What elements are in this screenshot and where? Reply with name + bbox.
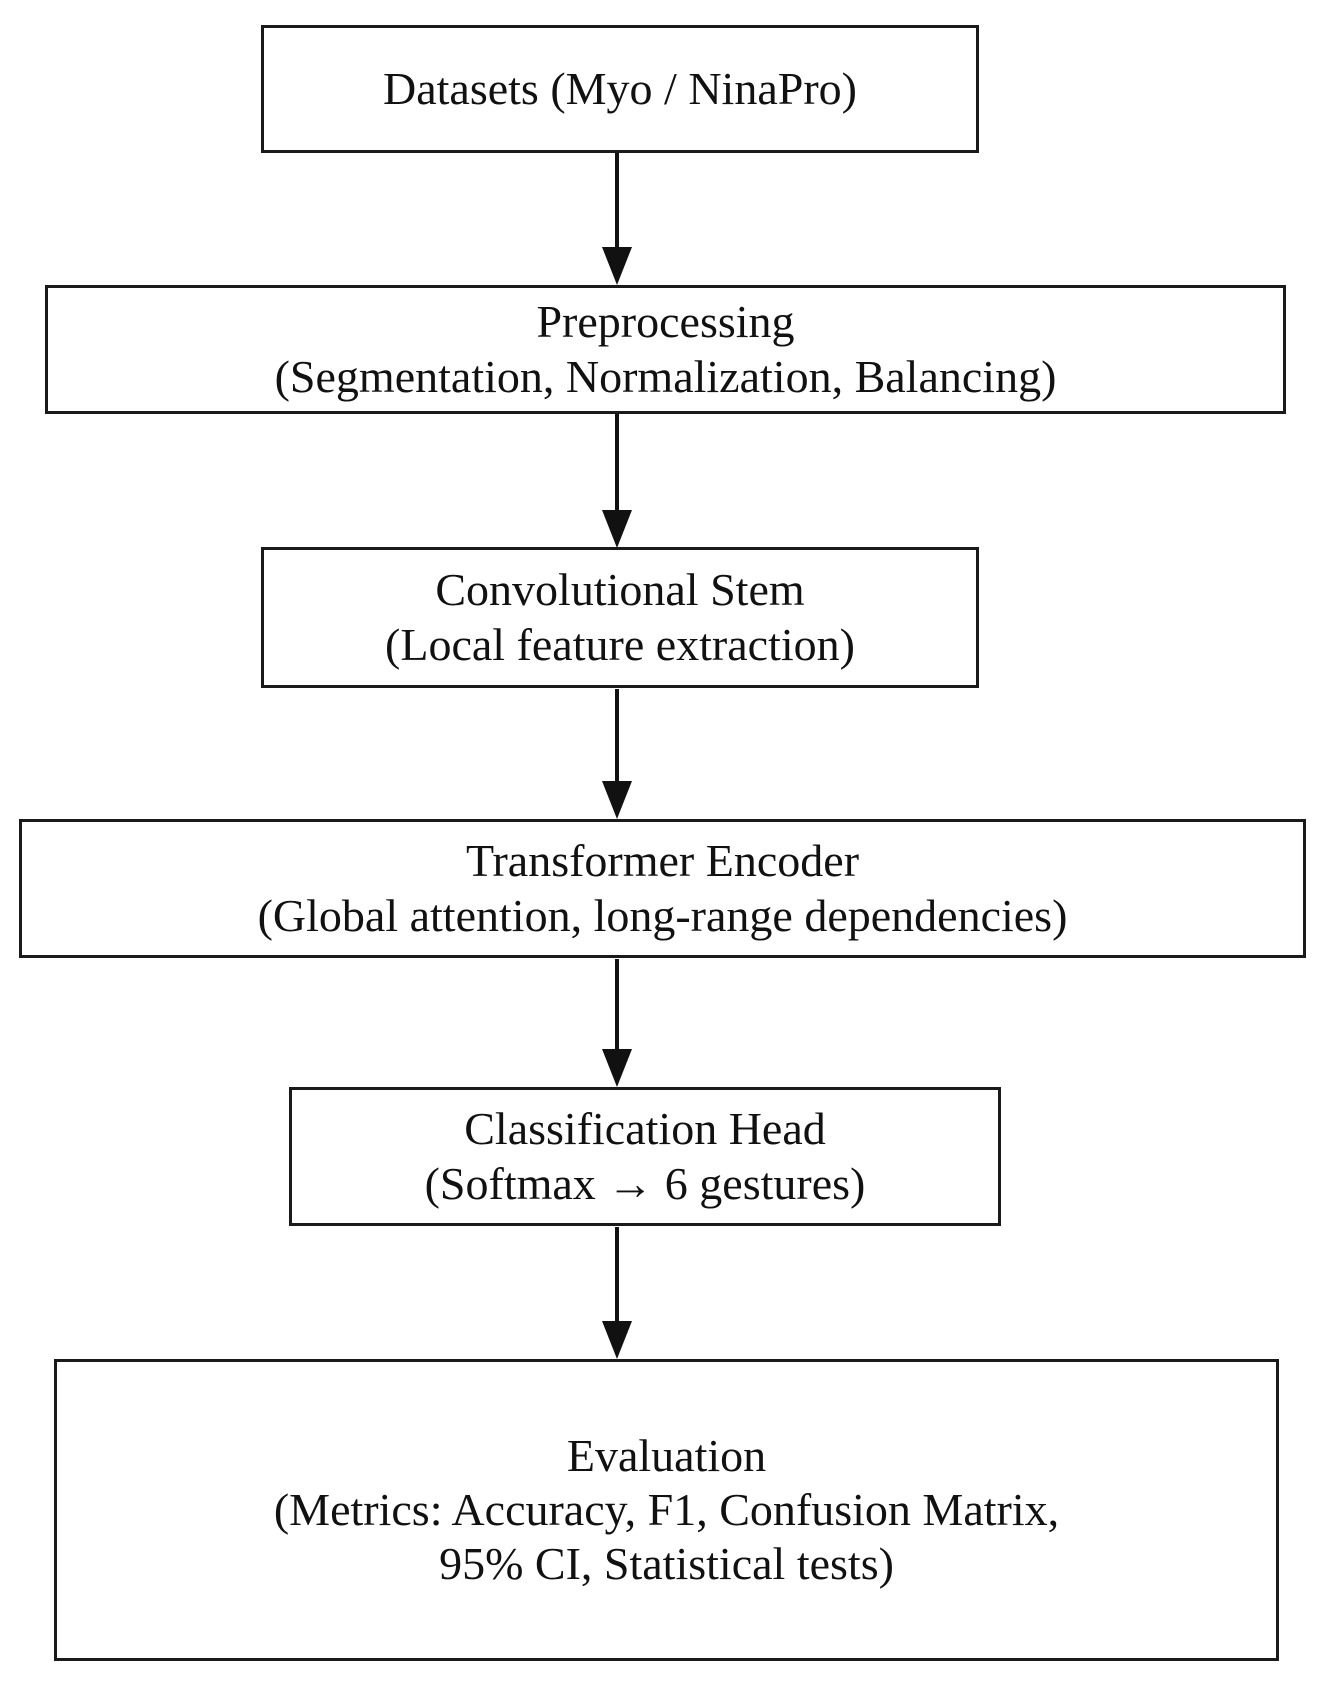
arrow-head-icon: [602, 781, 632, 819]
node-conv-stem[interactable]: Convolutional Stem (Local feature extrac…: [261, 547, 979, 688]
arrow-shaft: [615, 959, 619, 1049]
node-classifier-line-2: (Softmax → 6 gestures): [424, 1157, 866, 1209]
node-preprocessing-line-1: Preprocessing: [536, 296, 795, 348]
node-preprocessing[interactable]: Preprocessing (Segmentation, Normalizati…: [45, 285, 1286, 414]
node-evaluation[interactable]: Evaluation (Metrics: Accuracy, F1, Confu…: [54, 1359, 1279, 1661]
arrow-shaft: [615, 414, 619, 510]
node-classifier-line-1: Classification Head: [464, 1103, 826, 1155]
arrow-shaft: [615, 153, 619, 247]
node-preprocessing-line-2: (Segmentation, Normalization, Balancing): [274, 350, 1057, 402]
node-evaluation-line-1: Evaluation: [566, 1429, 767, 1481]
node-classification-head[interactable]: Classification Head (Softmax → 6 gesture…: [289, 1087, 1001, 1226]
node-transformer-line-1: Transformer Encoder: [465, 835, 860, 887]
arrow-head-icon: [602, 247, 632, 285]
arrow-head-icon: [602, 510, 632, 548]
node-conv-stem-line-1: Convolutional Stem: [435, 564, 805, 616]
arrow-head-icon: [602, 1049, 632, 1087]
node-transformer-line-2: (Global attention, long-range dependenci…: [257, 889, 1068, 941]
arrow-head-icon: [602, 1321, 632, 1359]
node-datasets-line-1: Datasets (Myo / NinaPro): [383, 62, 857, 114]
node-transformer-encoder[interactable]: Transformer Encoder (Global attention, l…: [19, 819, 1306, 958]
node-evaluation-line-3: 95% CI, Statistical tests): [439, 1538, 894, 1590]
arrow-shaft: [615, 1227, 619, 1321]
arrow-shaft: [615, 689, 619, 781]
node-conv-stem-line-2: (Local feature extraction): [385, 618, 855, 670]
node-evaluation-line-2: (Metrics: Accuracy, F1, Confusion Matrix…: [273, 1483, 1060, 1535]
node-datasets[interactable]: Datasets (Myo / NinaPro): [261, 25, 979, 153]
